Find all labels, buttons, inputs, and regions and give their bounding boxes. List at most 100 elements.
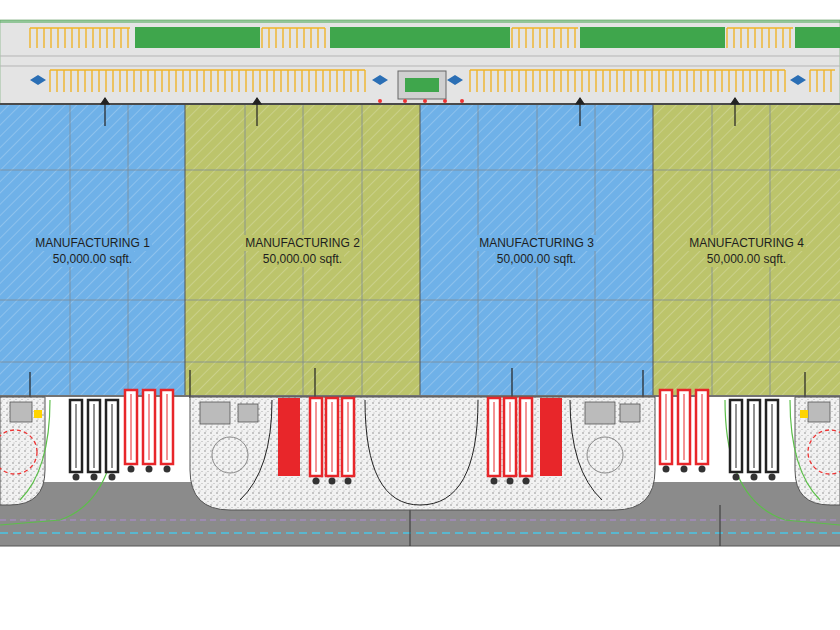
parking-stall — [470, 69, 785, 70]
parking-stall — [747, 28, 748, 48]
truck-trailer — [736, 404, 737, 468]
parking-stall — [714, 70, 715, 92]
parking-stall — [637, 70, 638, 92]
truck-trailer — [316, 402, 317, 472]
truck-trailer — [748, 400, 760, 472]
parking-stall — [161, 70, 162, 92]
parking-stall — [609, 70, 610, 92]
parking-stall — [120, 28, 121, 48]
parking-stall — [168, 70, 169, 92]
parking-stall — [268, 28, 269, 48]
bay-label-group: MANUFACTURING 250,000.00 sqft. — [185, 235, 420, 267]
parking-stall — [64, 28, 65, 48]
parking-stall — [823, 70, 824, 92]
parking-stall — [700, 70, 701, 92]
parking-stall — [282, 28, 283, 48]
parking-stall — [78, 28, 79, 48]
truck-trailer — [684, 394, 685, 460]
bay-label-group: MANUFACTURING 450,000.00 sqft. — [653, 235, 840, 267]
parking-stall — [782, 28, 783, 48]
truck-trailer — [754, 404, 755, 468]
parking-stall — [203, 70, 204, 92]
truck-trailer — [161, 390, 173, 464]
parking-stall — [280, 70, 281, 92]
truck-trailer — [660, 390, 672, 464]
parking-stall — [43, 28, 44, 48]
truck-trailer — [131, 394, 132, 460]
bay-name: MANUFACTURING 2 — [243, 235, 362, 251]
parking-stall — [315, 70, 316, 92]
parking-stall — [119, 70, 120, 92]
parking-stall — [518, 70, 519, 92]
parking-stall — [539, 28, 540, 48]
manufacturing-bay: MANUFACTURING 150,000.00 sqft. — [0, 105, 185, 395]
parking-stall — [735, 70, 736, 92]
parking-stall — [595, 70, 596, 92]
truck-cab — [733, 474, 740, 481]
bay-area: 50,000.00 sqft. — [705, 251, 788, 267]
parking-stall — [224, 70, 225, 92]
parking-stall — [588, 70, 589, 92]
bay-area: 50,000.00 sqft. — [261, 251, 344, 267]
parking-stall — [532, 28, 533, 48]
truck-trailer — [112, 404, 113, 468]
parking-stall — [775, 28, 776, 48]
truck-trailer — [494, 402, 495, 472]
bay-label-group: MANUFACTURING 350,000.00 sqft. — [420, 235, 653, 267]
parking-stall — [71, 28, 72, 48]
parking-stall — [91, 70, 92, 92]
parking-stall — [560, 70, 561, 92]
parking-stall — [127, 28, 128, 48]
parking-stall — [763, 70, 764, 92]
parking-stall — [616, 70, 617, 92]
parking-stall — [310, 28, 311, 48]
parking-stall — [343, 70, 344, 92]
truck-cab — [663, 466, 670, 473]
parking-stall — [511, 70, 512, 92]
parking-stall — [728, 70, 729, 92]
truck-trailer — [310, 398, 322, 476]
parking-stall — [154, 70, 155, 92]
parking-stall — [99, 28, 100, 48]
parking-stall — [553, 28, 554, 48]
truck-trailer — [76, 404, 77, 468]
parking-stall — [322, 70, 323, 92]
parking-stall — [686, 70, 687, 92]
parking-stall — [147, 70, 148, 92]
parking-stall — [574, 70, 575, 92]
bay-name: MANUFACTURING 4 — [687, 235, 806, 251]
parking-stall — [651, 70, 652, 92]
truck-cab — [164, 466, 171, 473]
parking-stall — [308, 70, 309, 92]
parking-stall — [567, 28, 568, 48]
parking-stall — [30, 27, 130, 28]
parking-stall — [532, 70, 533, 92]
parking-stall — [830, 70, 831, 92]
truck-cab — [523, 478, 530, 485]
parking-stall — [106, 28, 107, 48]
parking-stall — [476, 70, 477, 92]
parking-stall — [518, 28, 519, 48]
truck-cab — [507, 478, 514, 485]
bay-area: 50,000.00 sqft. — [51, 251, 134, 267]
parking-stall — [602, 70, 603, 92]
bay-name: MANUFACTURING 3 — [477, 235, 596, 251]
truck-trailer — [772, 404, 773, 468]
parking-stall — [623, 70, 624, 92]
parking-stall — [630, 70, 631, 92]
parking-stall — [770, 70, 771, 92]
parking-stall — [539, 70, 540, 92]
truck-cab — [345, 478, 352, 485]
truck-cab — [313, 478, 320, 485]
parking-stall — [57, 28, 58, 48]
parking-stall — [497, 70, 498, 92]
parking-stall — [189, 70, 190, 92]
parking-stall — [525, 28, 526, 48]
truck-trailer — [149, 394, 150, 460]
truck-trailer — [678, 390, 690, 464]
parking-stall — [70, 70, 71, 92]
bay-name: MANUFACTURING 1 — [33, 235, 152, 251]
manufacturing-bay: MANUFACTURING 250,000.00 sqft. — [185, 105, 420, 395]
parking-stall — [261, 28, 262, 48]
bay-label-group: MANUFACTURING 150,000.00 sqft. — [0, 235, 185, 267]
